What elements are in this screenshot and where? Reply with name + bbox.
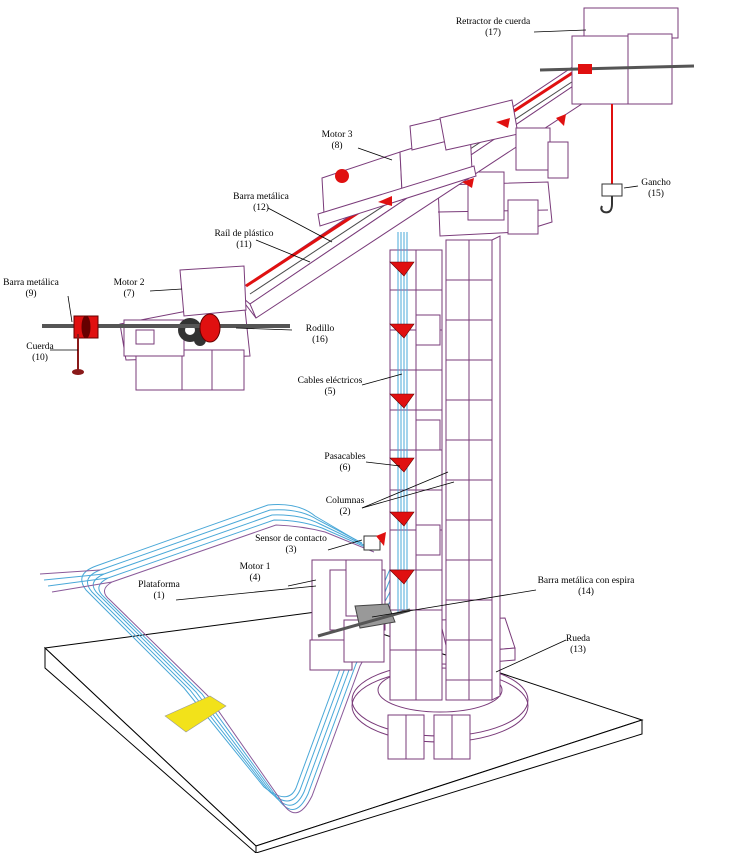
label-motor3: Motor 3(8) xyxy=(321,130,353,151)
label-metal-bar-9: Barra metálica(9) xyxy=(3,278,59,299)
label-columns: Columnas(2) xyxy=(325,496,365,517)
label-platform: Plataforma(1) xyxy=(138,580,180,601)
contact-sensor xyxy=(363,535,381,551)
label-roller: Rodillo(16) xyxy=(305,324,335,345)
retractor-red xyxy=(578,64,592,74)
spools xyxy=(73,313,221,343)
label-wheel: Rueda(13) xyxy=(565,634,591,655)
column-cables xyxy=(397,232,408,612)
label-plastic-rail: Raíl de plástico(11) xyxy=(214,229,274,250)
platform xyxy=(43,611,644,853)
label-retractor: Retractor de cuerda(17) xyxy=(455,17,531,38)
label-hook: Gancho(15) xyxy=(641,178,671,199)
trolley-markers xyxy=(335,114,566,206)
leader-lines xyxy=(50,29,639,673)
spiral-bar xyxy=(317,608,411,638)
cable-bundle xyxy=(39,504,411,814)
tape-patch xyxy=(164,695,227,733)
label-metal-bar-12: Barra metálica(12) xyxy=(233,192,289,213)
label-spiral-bar: Barra metálica con espira(14) xyxy=(537,576,635,597)
retractor xyxy=(539,7,695,105)
cable-guides xyxy=(389,261,415,585)
label-rope: Cuerda(10) xyxy=(26,342,54,363)
label-cables: Cables eléctricos(5) xyxy=(297,376,363,397)
motor3-trolley xyxy=(317,99,569,227)
sensor-marker xyxy=(376,532,386,546)
label-cable-guides: Pasacables(6) xyxy=(324,452,366,473)
hook xyxy=(600,183,623,214)
label-contact-sensor: Sensor de contacto(3) xyxy=(255,534,327,555)
columns xyxy=(389,171,553,701)
motor2-assembly xyxy=(119,265,251,391)
rope-weight xyxy=(72,369,84,375)
label-motor1: Motor 1(4) xyxy=(239,562,271,583)
label-motor2: Motor 2(7) xyxy=(113,278,145,299)
